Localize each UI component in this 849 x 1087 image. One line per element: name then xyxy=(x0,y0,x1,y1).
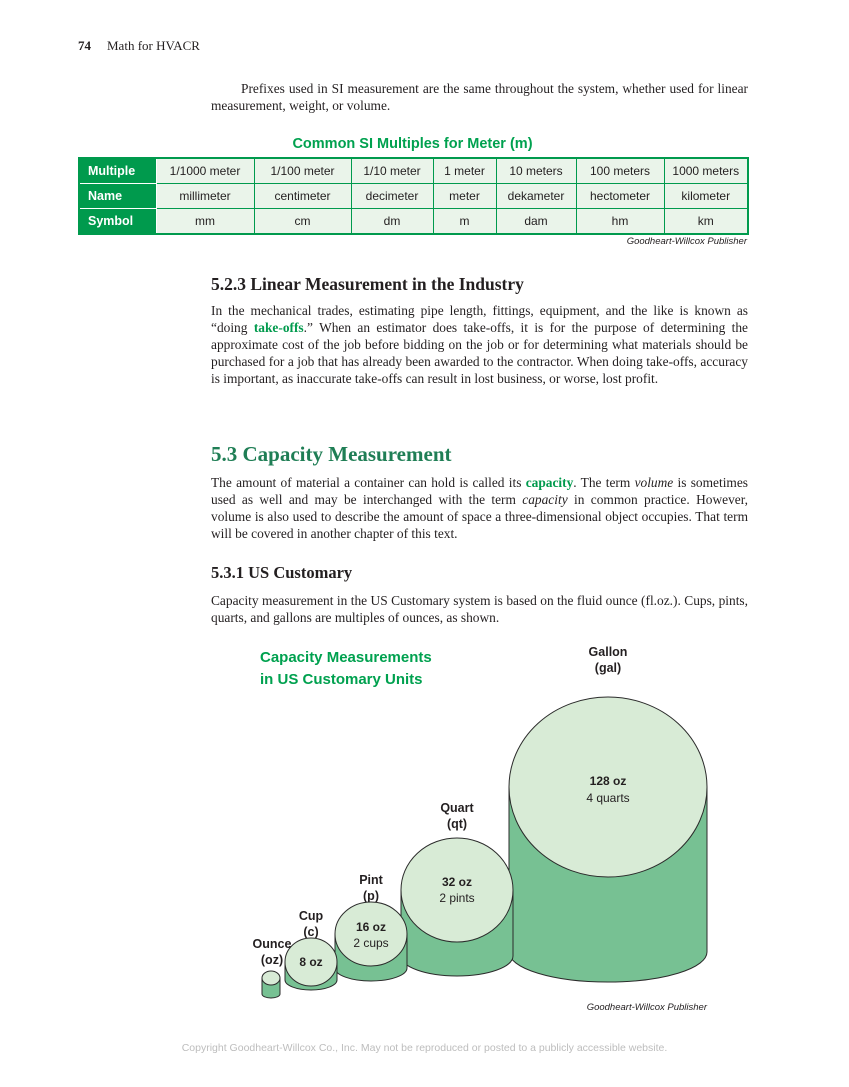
quart-value: 32 oz xyxy=(442,875,472,889)
ounce-label-name: Ounce xyxy=(253,937,292,951)
table-cell: decimeter xyxy=(350,183,434,209)
table-cell: mm xyxy=(155,208,255,235)
table-row-symbol: Symbol mm cm dm m dam hm km xyxy=(78,208,749,235)
paragraph-53: The amount of material a container can h… xyxy=(211,474,748,542)
table-cell: 1000 meters xyxy=(663,157,749,184)
running-title: Math for HVACR xyxy=(107,38,200,53)
cup-label-abbr: (c) xyxy=(303,925,318,939)
table-cell: 100 meters xyxy=(575,157,665,184)
table-cell: dam xyxy=(495,208,577,235)
quart-sub: 2 pints xyxy=(439,891,474,905)
table-row-multiple: Multiple 1/1000 meter 1/100 meter 1/10 m… xyxy=(78,157,749,184)
figure-title-line1: Capacity Measurements xyxy=(260,649,432,666)
section-heading-53: 5.3 Capacity Measurement xyxy=(211,442,452,466)
pint-sub: 2 cups xyxy=(353,936,388,950)
text-segment: The amount of material a container can h… xyxy=(211,475,526,490)
table-cell: kilometer xyxy=(663,183,749,209)
table-cell: m xyxy=(432,208,497,235)
text-segment: in common practice. However, volume is a… xyxy=(211,492,748,541)
term-take-offs: take-offs xyxy=(253,320,304,335)
text-segment: . The term xyxy=(573,475,635,490)
table-cell: millimeter xyxy=(155,183,255,209)
paragraph-523: In the mechanical trades, estimating pip… xyxy=(211,302,748,387)
gallon-value: 128 oz xyxy=(590,774,627,788)
gallon-sub: 4 quarts xyxy=(586,791,629,805)
section-heading-531: 5.3.1 US Customary xyxy=(211,563,353,582)
intro-paragraph: Prefixes used in SI measurement are the … xyxy=(211,81,748,113)
row-header-multiple: Multiple xyxy=(78,157,157,184)
table-title: Common SI Multiples for Meter (m) xyxy=(292,136,533,152)
cup-cylinder-top xyxy=(284,937,338,987)
text-segment: .” When an estimator does take-offs, it … xyxy=(211,320,748,386)
pint-value: 16 oz xyxy=(356,920,386,934)
page-number: 74 xyxy=(78,38,91,53)
section-heading-523: 5.2.3 Linear Measurement in the Industry xyxy=(211,274,524,294)
table-cell: hm xyxy=(575,208,665,235)
quart-label-name: Quart xyxy=(440,801,474,815)
gallon-label-name: Gallon xyxy=(589,645,628,659)
pint-cylinder-top xyxy=(334,901,408,967)
figure-credit: Goodheart-Willcox Publisher xyxy=(587,1002,708,1013)
table-cell: 1/100 meter xyxy=(253,157,352,184)
footer-copyright: Copyright Goodheart-Willcox Co., Inc. Ma… xyxy=(181,1042,668,1054)
term-capacity: capacity xyxy=(525,475,574,490)
pint-label-abbr: (p) xyxy=(363,889,379,903)
table-row-name: Name millimeter centimeter decimeter met… xyxy=(78,183,749,209)
ounce-cylinder-top xyxy=(261,970,281,986)
paragraph-531: Capacity measurement in the US Customary… xyxy=(211,593,748,625)
table-cell: 1 meter xyxy=(432,157,497,184)
gallon-cylinder-top xyxy=(508,696,708,878)
cup-label-name: Cup xyxy=(299,909,324,923)
gallon-label-abbr: (gal) xyxy=(595,661,621,675)
pint-label-name: Pint xyxy=(359,873,383,887)
italic-capacity: capacity xyxy=(522,492,568,507)
table-cell: 1/10 meter xyxy=(350,157,434,184)
table-cell: hectometer xyxy=(575,183,665,209)
capacity-figure: Capacity Measurements in US Customary Un… xyxy=(253,645,708,1013)
quart-cylinder-top xyxy=(400,837,514,943)
table-cell: 10 meters xyxy=(495,157,577,184)
table-cell: km xyxy=(663,208,749,235)
table-cell: dekameter xyxy=(495,183,577,209)
figure-title-line2: in US Customary Units xyxy=(260,671,423,688)
row-header-symbol: Symbol xyxy=(78,208,157,235)
italic-volume: volume xyxy=(634,475,674,490)
table-cell: 1/1000 meter xyxy=(155,157,255,184)
cup-value: 8 oz xyxy=(299,955,322,969)
text-segment: is sometimes used as well and may be int… xyxy=(211,475,748,507)
ounce-label-abbr: (oz) xyxy=(261,953,283,967)
text-segment: In the mechanical trades, estimating pip… xyxy=(211,303,748,335)
si-multiples-table: Multiple 1/1000 meter 1/100 meter 1/10 m… xyxy=(78,157,749,235)
table-cell: cm xyxy=(253,208,352,235)
table-cell: dm xyxy=(350,208,434,235)
table-cell: centimeter xyxy=(253,183,352,209)
table-credit: Goodheart-Willcox Publisher xyxy=(626,236,747,247)
quart-label-abbr: (qt) xyxy=(447,817,467,831)
row-header-name: Name xyxy=(78,183,157,209)
page-header: 74 Math for HVACR xyxy=(78,38,200,54)
table-cell: meter xyxy=(432,183,497,209)
